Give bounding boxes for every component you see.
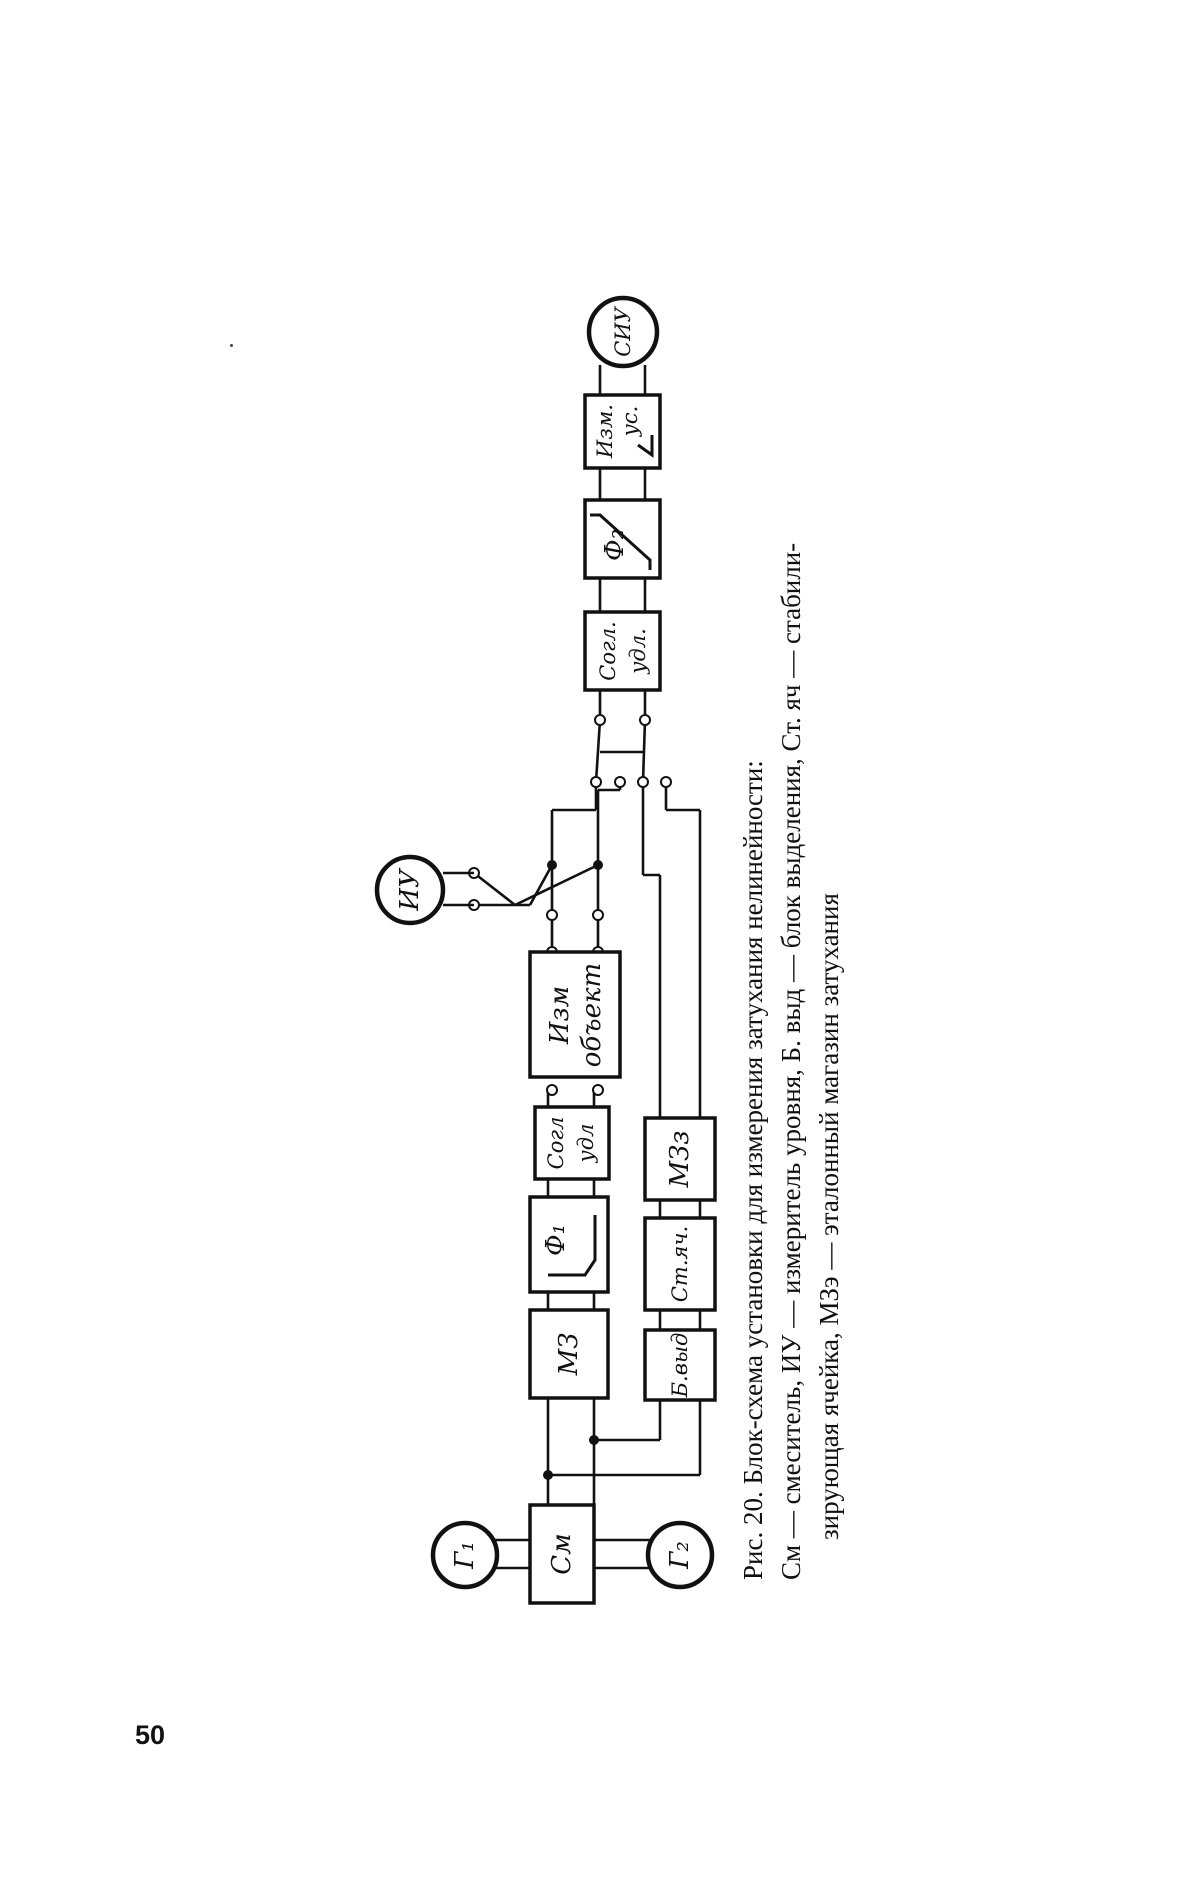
- g1-label: Г₁: [450, 1541, 480, 1570]
- selection-block: Б.выд: [643, 1328, 717, 1402]
- amp-label-b: ус.: [618, 406, 642, 438]
- f1-label: Ф₁: [541, 1224, 571, 1256]
- mixer-block: См: [528, 1503, 596, 1605]
- filter-f1-block: Ф₁: [528, 1195, 610, 1294]
- lowpass-curve-icon: [548, 1215, 597, 1277]
- sogl2-label-a: Согл.: [596, 621, 620, 680]
- amp-label-a: Изм.: [593, 404, 617, 459]
- sogl1-label-a: Согл: [544, 1117, 568, 1170]
- caption-line-2: См — смеситель, ИУ — измеритель уровня, …: [776, 542, 806, 1580]
- matching-attenuator-2-block: Согл. удл.: [583, 610, 662, 692]
- highpass-curve-icon: [590, 513, 652, 570]
- caption-line-1: Рис. 20. Блок-схема установки для измере…: [738, 760, 768, 1580]
- g2-label: Г₂: [665, 1541, 695, 1570]
- figure-caption: Рис. 20. Блок-схема установки для измере…: [734, 280, 859, 1580]
- sogl1-label-b: удл: [574, 1124, 598, 1164]
- iu-label: ИУ: [395, 867, 425, 912]
- siu-label: СИУ: [611, 305, 635, 356]
- obj-label-b: объект: [577, 963, 607, 1067]
- generator-g2: Г₂: [645, 1520, 715, 1590]
- sogl2-label-b: удл.: [626, 628, 650, 675]
- level-meter-iu: ИУ: [374, 854, 474, 926]
- bvyd-label: Б.выд: [668, 1333, 692, 1399]
- attenuator-mz-block: МЗ: [528, 1308, 610, 1400]
- matching-attenuator-1-block: Согл удл: [533, 1105, 611, 1181]
- stabilizing-cell-block: Ст.яч.: [643, 1216, 717, 1312]
- obj-label-a: Изм: [545, 986, 575, 1045]
- amplifier-triangle-icon: [637, 435, 654, 458]
- selective-level-meter-siu: СИУ: [586, 295, 660, 369]
- stray-mark: [230, 344, 233, 347]
- object-under-test-block: Изм объект: [528, 950, 622, 1079]
- mze-label: МЗз: [665, 1130, 695, 1188]
- wires: [465, 365, 702, 1570]
- mz-label: МЗ: [554, 1333, 584, 1377]
- page-number: 50: [135, 1720, 166, 1750]
- reference-attenuator-block: МЗз: [643, 1116, 717, 1202]
- generator-g1: Г₁: [430, 1520, 500, 1590]
- mixer-label: См: [547, 1533, 577, 1574]
- styach-label: Ст.яч.: [668, 1226, 692, 1302]
- caption-line-3: зирующая ячейка, МЗэ — эталонный магазин…: [814, 893, 844, 1540]
- f2-label: Ф₂: [600, 529, 630, 561]
- filter-f2-block: Ф₂: [583, 498, 662, 580]
- measuring-amplifier-block: Изм. ус.: [583, 393, 662, 470]
